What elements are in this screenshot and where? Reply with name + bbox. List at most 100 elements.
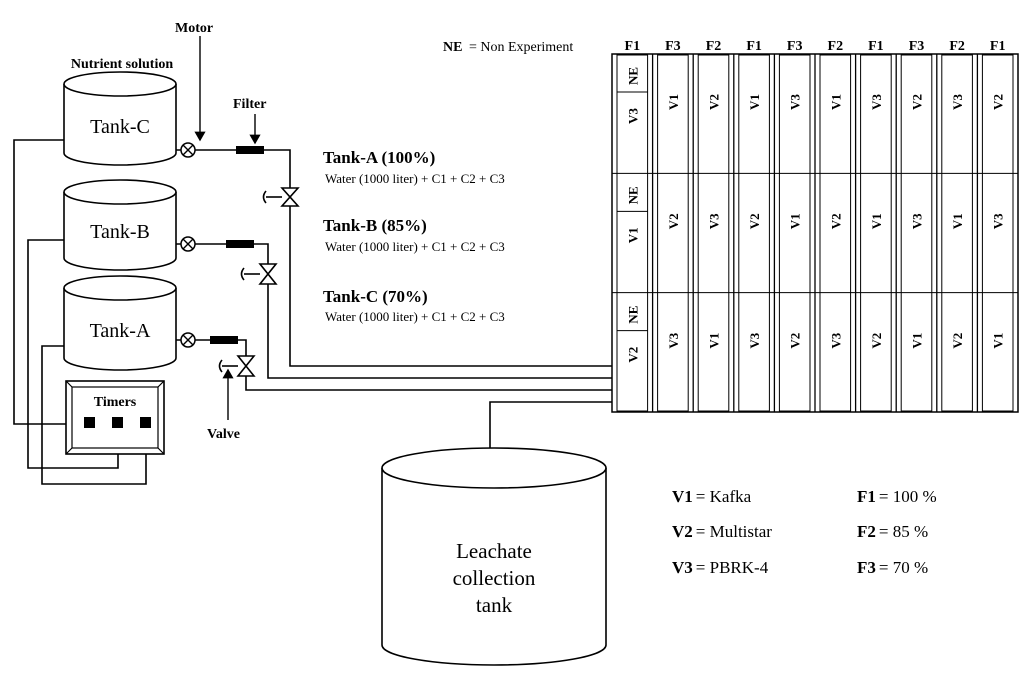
plot-cell-variety: V2 [991, 94, 1006, 110]
tank-a-label: Tank-A [90, 320, 151, 342]
nutrient-solution-label: Nutrient solution [71, 57, 174, 72]
filter-c [236, 146, 264, 154]
plot-cell-variety: V2 [869, 333, 884, 349]
legend-f1: F1= 100 % [857, 487, 937, 506]
plot-cell-variety: V1 [707, 333, 722, 349]
composition-a: Tank-A (100%) Water (1000 liter) + C1 + … [323, 148, 505, 186]
motor-a [180, 332, 196, 348]
ne-marker: NE [625, 186, 640, 204]
plot-column [900, 54, 933, 412]
ne-key: NE [443, 40, 462, 55]
valve-c [262, 187, 300, 207]
plot-cell-variety: V1 [869, 213, 884, 229]
column-header: F1 [625, 39, 641, 54]
composition-b: Tank-B (85%) Water (1000 liter) + C1 + C… [323, 216, 505, 254]
filter-b [226, 240, 254, 248]
plot-column [657, 54, 689, 412]
composition-c: Tank-C (70%) Water (1000 liter) + C1 + C… [323, 287, 505, 324]
plot-cell-variety: V1 [625, 227, 640, 243]
column-header: F1 [868, 39, 884, 54]
composition-c-recipe: Water (1000 liter) + C1 + C2 + C3 [325, 309, 505, 324]
plot-cell-variety: V3 [991, 213, 1006, 229]
plot-cell-variety: V1 [788, 213, 803, 229]
plot-cell-variety: V3 [910, 213, 925, 229]
leachate-label-line-3: tank [476, 593, 513, 617]
column-header: F2 [706, 39, 722, 54]
plot-cell-variety: V3 [788, 94, 803, 110]
composition-b-title: Tank-B (85%) [323, 216, 427, 235]
composition-a-title: Tank-A (100%) [323, 148, 435, 167]
legend-v2: V2= Multistar [672, 522, 772, 541]
plot-column [981, 54, 1014, 412]
column-header: F3 [787, 39, 803, 54]
ne-marker: NE [625, 67, 640, 85]
leachate-tank: Leachate collection tank [381, 447, 607, 666]
plot-column [941, 54, 973, 412]
valve-b [240, 263, 278, 285]
valve-a [218, 355, 256, 377]
plot-cell-variety: V2 [707, 94, 722, 110]
plot-cell-variety: V3 [625, 108, 640, 124]
filter-label: Filter [233, 97, 266, 112]
plot-cell-variety: V2 [910, 94, 925, 110]
fertigation-legend: F1= 100 % F2= 85 % F3= 70 % [857, 487, 937, 577]
legend-f2: F2= 85 % [857, 522, 928, 541]
tank-b: Tank-B [63, 179, 177, 271]
valve-label: Valve [207, 427, 240, 442]
plot-cell-variety: V1 [910, 333, 925, 349]
plot-cell-variety: V2 [788, 333, 803, 349]
timer-2 [112, 417, 123, 428]
plot-cell-variety: V3 [666, 332, 681, 348]
timers-box: Timers [65, 380, 165, 455]
plot-cell-variety: V1 [950, 213, 965, 229]
legend-v1: V1= Kafka [672, 487, 752, 506]
plot-cell-variety: V3 [747, 332, 762, 348]
plot-cell-variety: V3 [707, 213, 722, 229]
tank-b-label: Tank-B [90, 221, 150, 243]
composition-c-title: Tank-C (70%) [323, 287, 428, 306]
legend-f3: F3= 70 % [857, 558, 928, 577]
plot-column [819, 54, 852, 412]
ne-definition: = Non Experiment [469, 40, 573, 55]
plot-column [778, 54, 811, 412]
composition-b-recipe: Water (1000 liter) + C1 + C2 + C3 [325, 239, 505, 254]
plot-cell-variety: V3 [869, 94, 884, 110]
timer-1 [84, 417, 95, 428]
tank-a: Tank-A [63, 275, 177, 371]
composition-a-recipe: Water (1000 liter) + C1 + C2 + C3 [325, 171, 505, 186]
ne-legend: NE = Non Experiment [443, 40, 573, 55]
plot-cell-variety: V2 [747, 213, 762, 229]
column-header: F3 [909, 39, 925, 54]
motor-c [180, 142, 196, 158]
column-header: F2 [949, 39, 965, 54]
legend-v3: V3= PBRK-4 [672, 558, 769, 577]
plot-column [860, 54, 892, 412]
tank-c-label: Tank-C [90, 116, 150, 138]
plot-cell-variety: V1 [666, 94, 681, 110]
tank-c: Tank-C [63, 71, 177, 166]
plot-cell-variety: V1 [828, 94, 843, 110]
plot-cell-variety: V2 [950, 333, 965, 349]
motor-b [180, 236, 196, 252]
timer-3 [140, 417, 151, 428]
plot-cell-variety: V2 [666, 213, 681, 229]
plot-column [616, 54, 649, 412]
plot-cell-variety: V2 [625, 347, 640, 363]
column-header: F1 [746, 39, 762, 54]
plot-cell-variety: V2 [828, 213, 843, 229]
motor-label: Motor [175, 21, 213, 36]
column-header: F2 [828, 39, 844, 54]
variety-legend: V1= Kafka V2= Multistar V3= PBRK-4 [672, 487, 772, 577]
plot-cell-variety: V1 [991, 333, 1006, 349]
plot-cell-variety: V3 [828, 332, 843, 348]
plot-cell-variety: V3 [950, 94, 965, 110]
filter-a [210, 336, 238, 344]
leachate-label-line-1: Leachate [456, 539, 532, 563]
leachate-label-line-2: collection [453, 566, 536, 590]
plot-column [697, 54, 730, 412]
plot-column [738, 54, 770, 412]
column-header: F3 [665, 39, 681, 54]
